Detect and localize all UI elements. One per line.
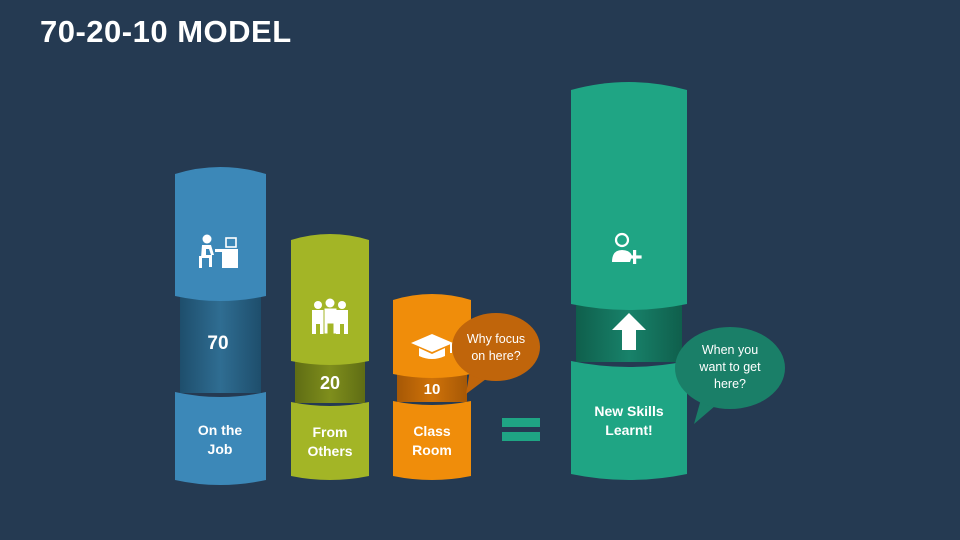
value-from-others: 20 [320, 373, 340, 393]
label-on-the-job-line1: On the [198, 422, 243, 438]
label-on-the-job-line2: Job [208, 441, 233, 457]
up-arrow-icon [612, 313, 646, 350]
label-from-others-line2: Others [307, 443, 352, 459]
column-from-others: 20 From Others [291, 234, 369, 480]
bubble-goal-line2: want to get [698, 360, 761, 374]
speech-bubble-when-you-want: When you want to get here? [675, 327, 785, 424]
equals-icon [502, 418, 540, 441]
graduation-cap-icon [411, 334, 453, 359]
column-new-skills: New Skills Learnt! [571, 82, 687, 480]
column-class-room: 10 Class Room [393, 294, 471, 480]
label-new-skills-line2: Learnt! [605, 422, 652, 438]
label-new-skills-line1: New Skills [594, 403, 663, 419]
value-class-room: 10 [424, 381, 441, 398]
column-on-the-job: 70 On the Job [175, 167, 266, 485]
add-user-icon [612, 232, 642, 264]
bubble-focus-line1: Why focus [467, 332, 525, 346]
label-from-others-line1: From [313, 424, 348, 440]
bubble-goal-line3: here? [714, 377, 746, 391]
bubble-focus-line2: on here? [471, 349, 520, 363]
value-on-the-job: 70 [207, 333, 228, 354]
bubble-goal-line1: When you [702, 343, 758, 357]
person-at-desk-icon [199, 234, 238, 268]
label-class-room-line2: Room [412, 442, 452, 458]
label-class-room-line1: Class [413, 423, 451, 439]
speech-bubble-why-focus: Why focus on here? [452, 313, 540, 394]
page-title: 70-20-10 MODEL [40, 14, 292, 49]
group-of-people-icon [312, 298, 348, 335]
